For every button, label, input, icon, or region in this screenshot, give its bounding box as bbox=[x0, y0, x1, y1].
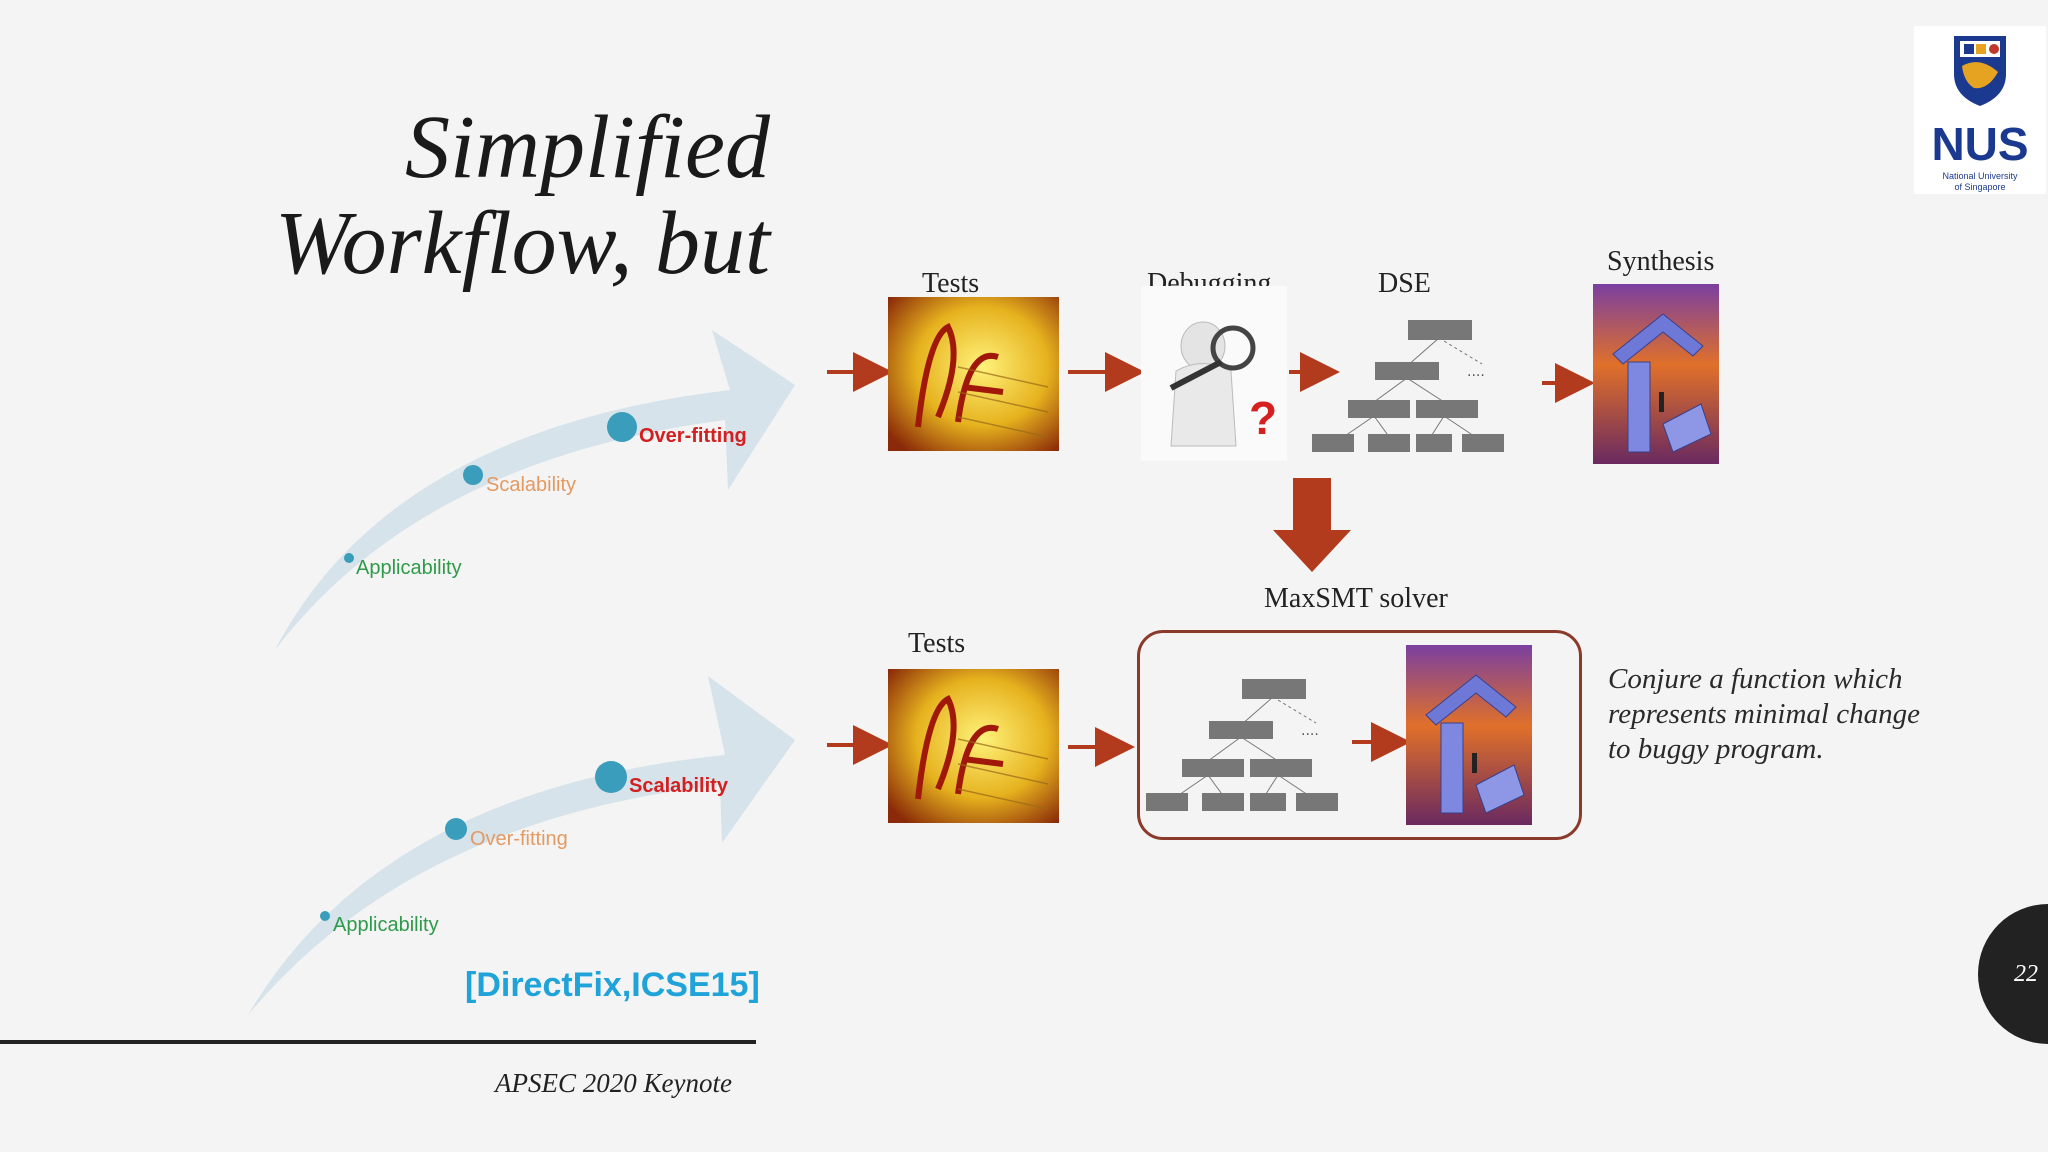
top-tests-image bbox=[888, 297, 1059, 451]
top-label-scalability: Scalability bbox=[486, 474, 577, 496]
frame-dse-tree-image: .... bbox=[1146, 679, 1338, 811]
top-dot-applicability bbox=[344, 553, 354, 563]
university-crest-icon bbox=[1954, 36, 2006, 106]
top-synthesis-label: Synthesis bbox=[1607, 246, 1715, 277]
footer-text: APSEC 2020 Keynote bbox=[495, 1068, 732, 1098]
top-dse-label: DSE bbox=[1378, 268, 1431, 299]
top-tests-label: Tests bbox=[922, 268, 980, 299]
dse-tree-image: .... bbox=[1312, 320, 1504, 452]
debugging-image: ? bbox=[1141, 286, 1287, 461]
page-number: 22 bbox=[2014, 960, 2038, 987]
nus-logo: NUS National University of Singapore bbox=[1914, 26, 2046, 194]
title-line-2: Workflow, but bbox=[274, 194, 770, 293]
bottom-dot-scalability bbox=[595, 761, 627, 793]
bottom-dot-applicability bbox=[320, 911, 330, 921]
frame-synthesis-image bbox=[1406, 645, 1532, 825]
logo-wordmark: NUS bbox=[1931, 118, 2029, 170]
bottom-label-applicability: Applicability bbox=[333, 914, 439, 936]
bottom-label-overfitting: Over-fitting bbox=[470, 828, 568, 850]
top-synthesis-image bbox=[1593, 284, 1719, 464]
svg-text:....: .... bbox=[1301, 723, 1319, 739]
top-label-overfitting: Over-fitting bbox=[639, 425, 747, 447]
bottom-sweep-arrow bbox=[248, 676, 795, 1015]
svg-text:?: ? bbox=[1249, 392, 1277, 444]
bottom-tests-image bbox=[888, 669, 1059, 823]
top-label-applicability: Applicability bbox=[356, 557, 462, 579]
down-arrow-maxsmt bbox=[1273, 478, 1351, 572]
citation: [DirectFix,ICSE15] bbox=[465, 966, 760, 1004]
logo-subtitle-2: of Singapore bbox=[1954, 182, 2006, 192]
footer-divider bbox=[0, 1040, 756, 1044]
bottom-dot-overfitting bbox=[445, 818, 467, 840]
top-dot-overfitting bbox=[607, 412, 637, 442]
svg-text:....: .... bbox=[1467, 364, 1485, 380]
maxsmt-frame bbox=[1137, 630, 1582, 840]
bottom-label-scalability: Scalability bbox=[629, 775, 728, 797]
slide-title: Simplified Workflow, but bbox=[170, 100, 770, 292]
top-dot-scalability bbox=[463, 465, 483, 485]
conjure-description: Conjure a function which represents mini… bbox=[1608, 663, 1920, 765]
top-sweep-arrow bbox=[275, 330, 795, 650]
logo-subtitle-1: National University bbox=[1942, 171, 2018, 181]
bottom-tests-label: Tests bbox=[908, 628, 966, 659]
title-line-1: Simplified bbox=[405, 98, 770, 197]
maxsmt-solver-label: MaxSMT solver bbox=[1264, 583, 1448, 614]
